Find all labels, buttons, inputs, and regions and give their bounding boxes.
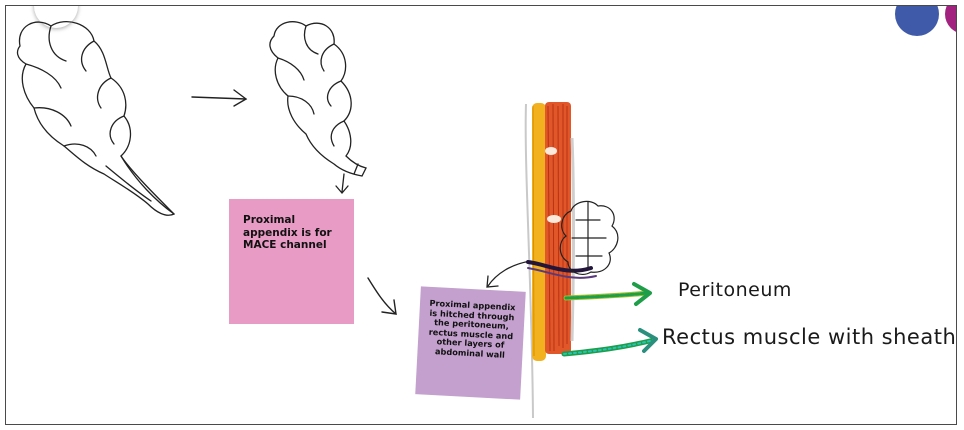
abdominal-wall: [526, 102, 574, 418]
note-appendix-hitched-text: Proximal appendix is hitched through the…: [429, 298, 516, 360]
note-mace-channel[interactable]: Proximal appendix is for MACE channel: [229, 199, 354, 324]
arrow-3: [368, 278, 396, 314]
peritoneum-arrow: [566, 284, 650, 304]
note-mace-channel-text: Proximal appendix is for MACE channel: [243, 214, 332, 251]
note-appendix-hitched[interactable]: Proximal appendix is hitched through the…: [415, 286, 526, 399]
colon-sketch-left: [18, 22, 174, 216]
label-rectus-muscle: Rectus muscle with sheath: [662, 325, 956, 349]
arrow-2: [336, 174, 348, 193]
whiteboard-canvas[interactable]: Proximal appendix is for MACE channel Pr…: [5, 5, 957, 425]
arrow-1: [192, 90, 246, 106]
colon-sketch-middle: [270, 22, 366, 176]
arrow-4: [487, 261, 531, 287]
label-peritoneum: Peritoneum: [678, 279, 792, 301]
rectus-arrow: [564, 330, 656, 354]
